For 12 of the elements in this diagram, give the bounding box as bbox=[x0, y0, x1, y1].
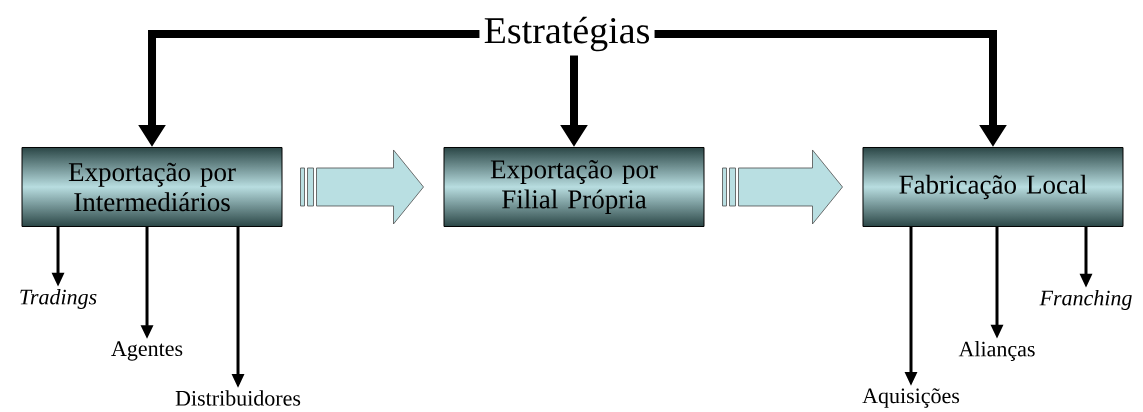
branch-label: Distribuidores bbox=[175, 390, 301, 406]
branch-label: Tradings bbox=[20, 289, 97, 309]
process-box: Exportação por Filial Própria bbox=[443, 147, 705, 227]
branch-label: Aquisições bbox=[862, 388, 960, 408]
block-arrow bbox=[300, 149, 424, 225]
block-arrow bbox=[722, 149, 843, 225]
process-box: Fabricação Local bbox=[862, 147, 1124, 227]
heading: Estratégias bbox=[484, 16, 649, 52]
branch-label: Agentes bbox=[111, 341, 183, 361]
branch-label: Franching bbox=[1039, 290, 1132, 310]
branch-label: Alianças bbox=[958, 341, 1035, 361]
process-box: Exportação por Intermediários bbox=[21, 147, 283, 227]
